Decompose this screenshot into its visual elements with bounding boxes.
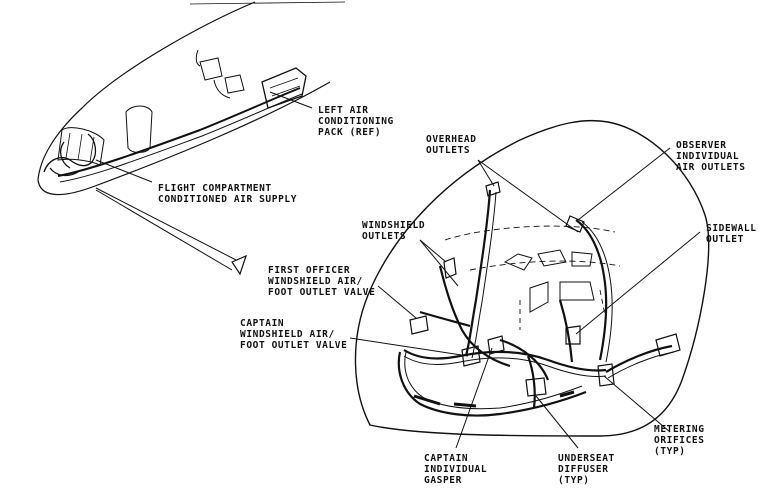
label-overhead-outlets: OVERHEAD OUTLETS	[426, 134, 477, 156]
overhead-outlet-part	[485, 181, 501, 197]
svg-text:METERING: METERING	[654, 424, 705, 435]
fuselage-upper-line	[189, 1, 346, 5]
label-left-pack: LEFT AIR CONDITIONING PACK (REF)	[318, 105, 394, 138]
svg-text:SIDEWALL: SIDEWALL	[706, 223, 757, 234]
svg-text:OUTLETS: OUTLETS	[426, 145, 470, 156]
pack-inlet-part	[655, 333, 681, 357]
svg-text:CAPTAIN: CAPTAIN	[424, 453, 468, 464]
svg-text:FOOT OUTLET VALVE: FOOT OUTLET VALVE	[240, 340, 347, 351]
svg-text:FLIGHT COMPARTMENT: FLIGHT COMPARTMENT	[158, 183, 272, 194]
label-flight-compartment-supply: FLIGHT COMPARTMENT CONDITIONED AIR SUPPL…	[158, 183, 297, 205]
label-captain-gasper: CAPTAIN INDIVIDUAL GASPER	[424, 453, 487, 486]
svg-text:PACK (REF): PACK (REF)	[318, 127, 381, 138]
svg-text:INDIVIDUAL: INDIVIDUAL	[676, 151, 739, 162]
svg-text:WINDSHIELD: WINDSHIELD	[362, 220, 425, 231]
svg-text:ORIFICES: ORIFICES	[654, 435, 705, 446]
svg-text:GASPER: GASPER	[424, 475, 462, 486]
svg-text:INDIVIDUAL: INDIVIDUAL	[424, 464, 487, 475]
fuselage-overview	[37, 1, 346, 276]
svg-text:OBSERVER: OBSERVER	[676, 140, 727, 151]
label-windshield-outlets: WINDSHIELD OUTLETS	[362, 220, 425, 242]
expansion-ray-lower	[95, 189, 233, 271]
label-first-officer-valve: FIRST OFFICER WINDSHIELD AIR/ FOOT OUTLE…	[268, 265, 375, 298]
svg-text:(TYP): (TYP)	[558, 475, 590, 486]
left-pack-component	[261, 67, 307, 109]
underseat-diffuser-part	[525, 377, 547, 397]
label-sidewall-outlet: SIDEWALL OUTLET	[706, 223, 757, 245]
svg-text:LEFT AIR: LEFT AIR	[318, 105, 369, 116]
svg-text:AIR OUTLETS: AIR OUTLETS	[676, 162, 746, 173]
svg-text:WINDSHIELD AIR/: WINDSHIELD AIR/	[268, 276, 363, 287]
svg-text:OVERHEAD: OVERHEAD	[426, 134, 477, 145]
svg-text:UNDERSEAT: UNDERSEAT	[558, 453, 615, 464]
label-captain-valve: CAPTAIN WINDSHIELD AIR/ FOOT OUTLET VALV…	[240, 318, 347, 351]
svg-text:CONDITIONING: CONDITIONING	[318, 116, 394, 127]
duct-network	[397, 189, 675, 417]
observer-outlet-part	[565, 215, 585, 233]
expansion-pointer	[231, 254, 247, 276]
cockpit-window-frame	[57, 127, 105, 166]
fuselage-upper-outline	[37, 1, 256, 181]
captain-valve-part	[461, 345, 481, 367]
svg-text:FIRST OFFICER: FIRST OFFICER	[268, 265, 350, 276]
svg-text:(TYP): (TYP)	[654, 446, 686, 457]
svg-text:OUTLET: OUTLET	[706, 234, 744, 245]
svg-text:CONDITIONED AIR SUPPLY: CONDITIONED AIR SUPPLY	[158, 194, 297, 205]
cockpit-duct-network	[43, 133, 97, 177]
cockpit-detail-view	[354, 119, 710, 437]
leader-lines	[95, 91, 701, 449]
windshield-outlet-part	[443, 257, 457, 279]
supply-duct	[57, 87, 301, 177]
svg-text:FOOT OUTLET VALVE: FOOT OUTLET VALVE	[268, 287, 375, 298]
label-observer-outlets: OBSERVER INDIVIDUAL AIR OUTLETS	[676, 140, 746, 173]
gasper-part	[487, 335, 505, 355]
svg-text:WINDSHIELD AIR/: WINDSHIELD AIR/	[240, 329, 335, 340]
label-underseat-diffuser: UNDERSEAT DIFFUSER (TYP)	[558, 453, 615, 486]
detail-outline	[354, 119, 710, 437]
label-metering-orifices: METERING ORIFICES (TYP)	[654, 424, 705, 457]
svg-text:CAPTAIN: CAPTAIN	[240, 318, 284, 329]
svg-text:DIFFUSER: DIFFUSER	[558, 464, 609, 475]
door-outline	[125, 105, 153, 153]
windshield-windows	[503, 249, 595, 313]
svg-text:OUTLETS: OUTLETS	[362, 231, 406, 242]
sidewall-outlet-part	[565, 325, 581, 345]
expansion-ray-upper	[95, 187, 241, 263]
fuselage-nose-outline	[37, 81, 331, 196]
